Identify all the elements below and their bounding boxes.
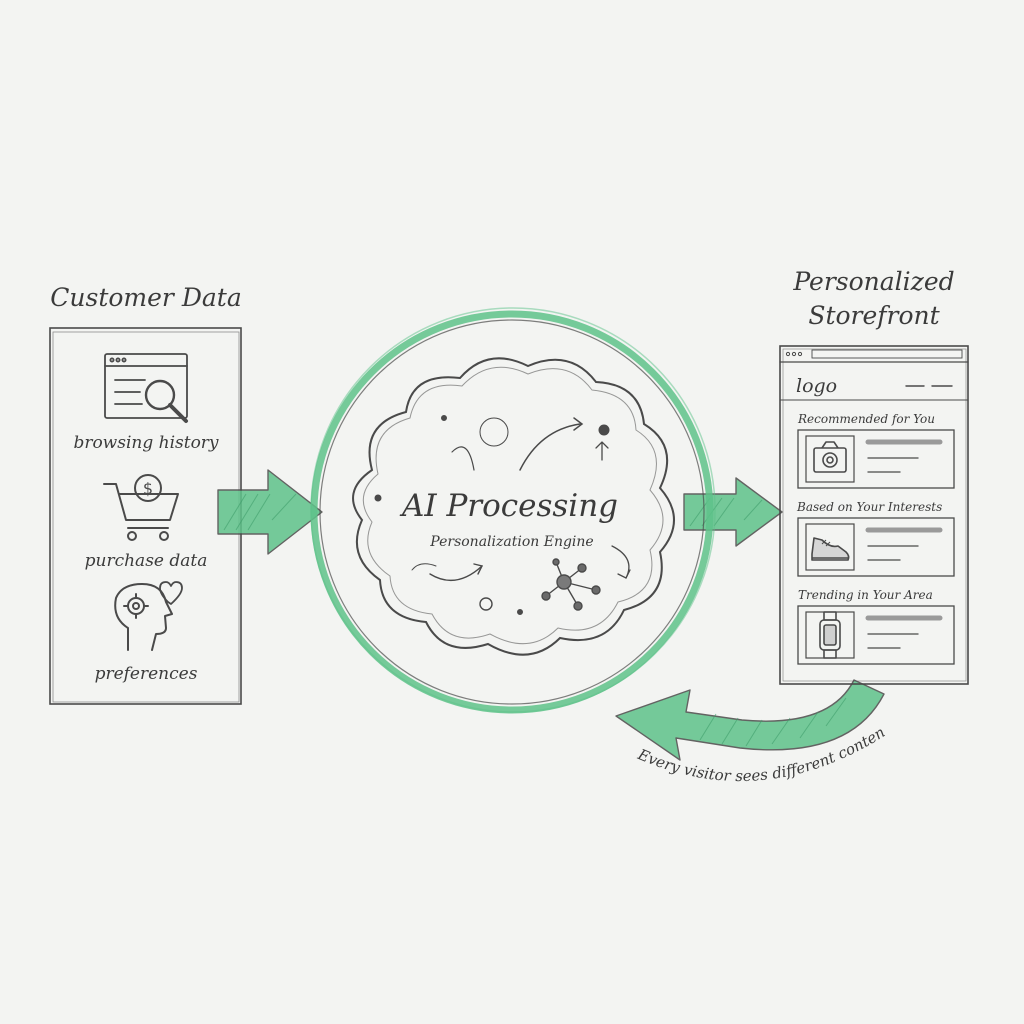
smartwatch-icon — [819, 611, 841, 659]
browsing-history-label: browsing history — [73, 433, 218, 453]
arrow-to-storefront — [683, 477, 783, 547]
customer-data-title: Customer Data — [50, 283, 241, 312]
storefront-title-line2: Storefront — [808, 301, 940, 330]
product-card-2 — [797, 517, 955, 577]
cloud-network-icon — [352, 357, 675, 656]
preferences-label: preferences — [95, 664, 198, 684]
product-card-1 — [797, 429, 955, 489]
personalization-engine-subtitle: Personalization Engine — [429, 534, 593, 550]
product-card-3 — [797, 605, 955, 665]
arrow-to-processing — [217, 469, 323, 555]
section-heading-recommended: Recommended for You — [797, 412, 935, 426]
browser-search-icon — [104, 353, 188, 423]
storefront-logo: logo — [796, 375, 837, 397]
feedback-loop-arrow — [615, 679, 885, 761]
sneaker-icon — [811, 537, 850, 561]
purchase-data-label: purchase data — [85, 551, 208, 571]
storefront-window — [779, 345, 969, 685]
section-heading-trending: Trending in Your Area — [798, 588, 933, 602]
shopping-cart-dollar-icon: $ — [103, 474, 179, 541]
svg-text:$: $ — [143, 479, 153, 498]
storefront-title-line1: Personalized — [792, 267, 954, 296]
section-heading-interests: Based on Your Interests — [796, 500, 942, 514]
ai-processing-title: AI Processing — [399, 488, 618, 524]
head-gear-heart-icon — [114, 581, 183, 651]
camera-icon — [813, 441, 847, 473]
customer-data-panel — [49, 327, 242, 705]
processing-ring — [310, 307, 716, 714]
